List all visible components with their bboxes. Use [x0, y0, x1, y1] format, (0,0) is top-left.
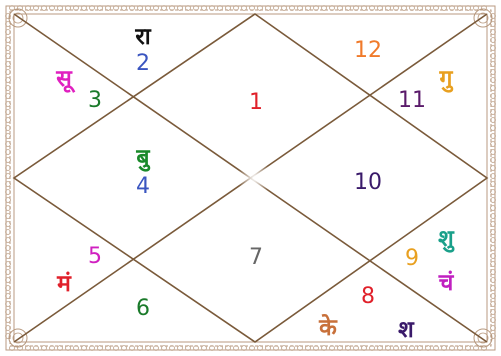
house-number-11: 11: [398, 88, 426, 113]
planet-shukra: शु: [438, 226, 455, 253]
house-number-5: 5: [88, 244, 102, 269]
planet-rahu: रा: [134, 24, 151, 50]
house-number-8: 8: [361, 284, 375, 309]
planet-budh: बु: [135, 145, 150, 172]
house-number-6: 6: [136, 296, 150, 321]
planet-ketu: के: [318, 313, 338, 341]
planet-mangal: मं: [56, 271, 72, 297]
house-number-3: 3: [88, 88, 102, 113]
house-number-4: 4: [136, 174, 150, 199]
house-number-1: 1: [249, 90, 263, 115]
house-number-12: 12: [354, 38, 382, 63]
house-number-2: 2: [136, 51, 150, 76]
planet-guru: गु: [439, 66, 454, 93]
house-number-9: 9: [405, 246, 419, 271]
center-glow: [237, 160, 273, 196]
planet-surya: सू: [55, 66, 76, 93]
house-number-7: 7: [249, 245, 263, 270]
planet-chandra: चं: [438, 270, 455, 296]
house-number-10: 10: [354, 170, 382, 195]
planet-shani: श: [398, 317, 415, 343]
